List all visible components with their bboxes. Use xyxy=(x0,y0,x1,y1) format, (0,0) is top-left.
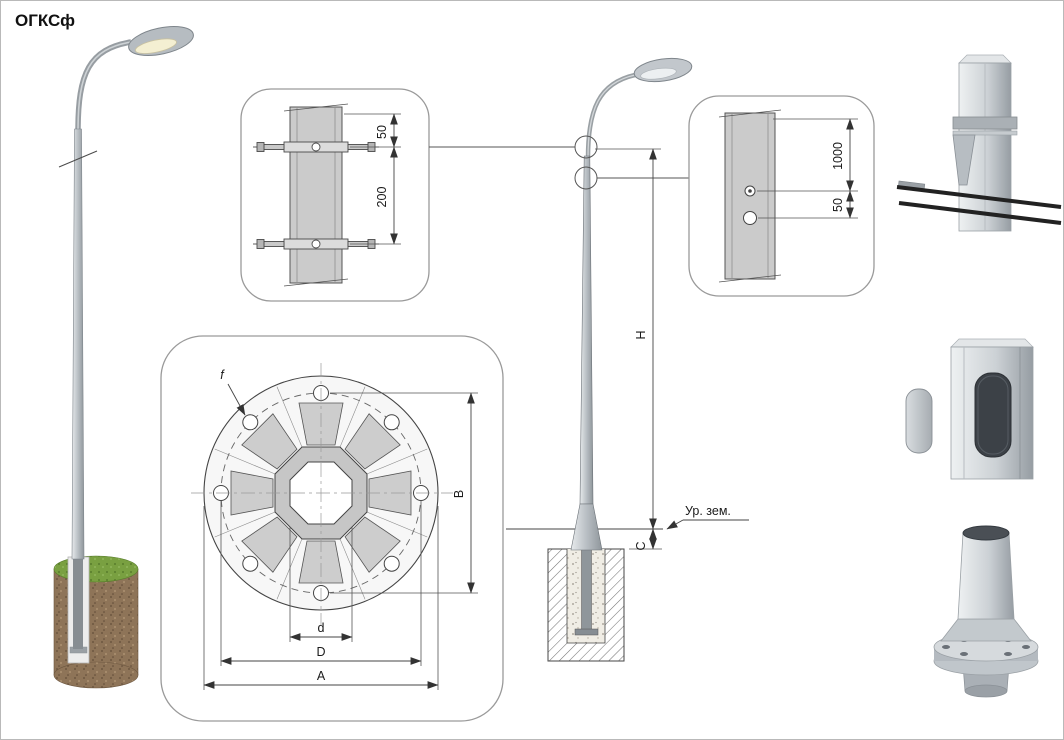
dim-B-label: B xyxy=(452,490,466,498)
foundation-section xyxy=(547,548,625,662)
break-mark xyxy=(58,150,98,168)
suspension-wire xyxy=(896,185,1062,209)
dim-d-label: d xyxy=(318,621,325,635)
bolt-hole xyxy=(383,555,400,572)
detail-box-clamps: 50 200 xyxy=(240,88,430,302)
foundation-3d xyxy=(53,555,139,689)
flange-segment-lines xyxy=(214,386,428,600)
elevation-view: H C Ур. зем. xyxy=(429,57,749,662)
pole-arm xyxy=(75,39,132,132)
bolt-hole xyxy=(242,555,259,572)
render-wire-clamp xyxy=(896,54,1062,232)
door-cover xyxy=(905,388,933,454)
dim-C-label: C xyxy=(634,541,648,550)
page-title: ОГКСф xyxy=(15,11,75,30)
pole-shaft xyxy=(71,128,85,560)
render-base-shoe xyxy=(933,525,1039,698)
dim-50-label: 50 xyxy=(375,125,389,139)
gusset xyxy=(344,413,401,470)
left-pole-3d-render xyxy=(53,26,194,689)
cable-hole xyxy=(743,211,757,225)
break-mark xyxy=(283,278,349,287)
wedge-clamp xyxy=(952,134,976,186)
base-plate xyxy=(574,628,599,636)
bolt-hole xyxy=(242,414,259,431)
break-mark xyxy=(718,109,782,118)
tube-body xyxy=(957,532,1015,620)
lamp-head xyxy=(633,57,693,83)
flange-detail-box: f B d D A xyxy=(160,335,504,722)
cone-flare xyxy=(940,618,1032,642)
gusset xyxy=(298,540,344,584)
pole-base-flare xyxy=(570,503,603,551)
tube-opening xyxy=(962,525,1010,541)
bolt-holes xyxy=(213,385,429,601)
ground-level-label: Ур. зем. xyxy=(685,504,731,518)
bolt-hole xyxy=(383,414,400,431)
pole-arm xyxy=(585,72,636,159)
pole-shaft xyxy=(579,155,594,505)
dim-1000-label: 1000 xyxy=(831,142,845,170)
dim-H-label: H xyxy=(634,330,648,339)
break-mark xyxy=(283,103,349,112)
dim-f-leader xyxy=(227,383,246,416)
render-access-door xyxy=(905,338,1034,480)
embedded-pole xyxy=(73,557,83,649)
break-mark xyxy=(718,274,782,283)
band-clamp xyxy=(952,116,1018,130)
access-opening xyxy=(974,372,1012,458)
callout-circle-lower xyxy=(574,166,598,190)
dim-50r-label: 50 xyxy=(831,198,845,212)
gusset-plates xyxy=(230,402,412,584)
detail-box-holes: 1000 50 xyxy=(688,95,875,297)
gusset xyxy=(241,413,298,470)
dim-200-label: 200 xyxy=(375,187,389,208)
suspension-wire xyxy=(898,201,1062,225)
detail-pole-section xyxy=(289,106,343,284)
lamp-head xyxy=(128,26,194,56)
embedded-pole xyxy=(581,548,592,634)
dim-D-label: D xyxy=(316,645,325,659)
grass-top xyxy=(53,555,139,583)
gusset xyxy=(368,470,412,516)
callout-circle-upper xyxy=(574,135,598,159)
dim-f-label: f xyxy=(220,368,225,382)
ground-level-callout: Ур. зем. xyxy=(666,504,749,530)
dim-A-label: A xyxy=(317,669,326,683)
gusset xyxy=(241,516,298,573)
